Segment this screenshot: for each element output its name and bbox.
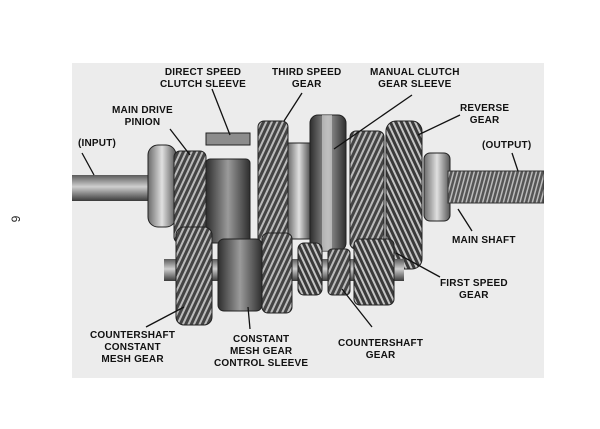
label-direct-speed-clutch-sleeve: DIRECT SPEED CLUTCH SLEEVE: [160, 67, 246, 91]
leader-manual-clutch: [333, 94, 413, 150]
page-number: 6: [8, 215, 23, 223]
label-direct-speed-line-1: DIRECT SPEED: [164, 67, 242, 78]
label-control-sleeve-line-1: CONSTANT: [232, 334, 290, 345]
label-countershaft-constant-mesh-gear: COUNTERSHAFT CONSTANT MESH GEAR: [90, 330, 175, 366]
countershaft-constant-mesh-gear-shape: [175, 226, 213, 326]
label-control-sleeve-line-3: CONTROL SLEEVE: [214, 358, 309, 369]
leader-input: [81, 152, 95, 176]
label-cs-constant-mesh-line-3: MESH GEAR: [101, 354, 164, 365]
leader-reverse-gear: [417, 114, 461, 136]
main-shaft-shape: [447, 170, 544, 204]
label-cs-constant-mesh-line-2: CONSTANT: [104, 342, 161, 353]
label-main-shaft: MAIN SHAFT: [452, 235, 516, 247]
label-control-sleeve-line-2: MESH GEAR: [229, 346, 293, 357]
label-cs-constant-mesh-line-1: COUNTERSHAFT: [90, 330, 176, 341]
output-bearing: [423, 152, 451, 222]
label-input: (INPUT): [78, 138, 116, 150]
label-direct-speed-line-2: CLUTCH SLEEVE: [160, 79, 246, 90]
leader-main-drive-pinion: [169, 128, 191, 156]
manual-clutch-ring: [322, 115, 332, 251]
second-gear-shape: [349, 130, 385, 250]
label-manual-clutch-line-1: MANUAL CLUTCH: [370, 67, 460, 78]
leader-main-shaft: [457, 208, 473, 232]
label-main-drive-pinion: MAIN DRIVE PINION: [112, 105, 173, 129]
label-manual-clutch-line-2: GEAR SLEEVE: [378, 79, 452, 90]
label-third-speed-gear: THIRD SPEED GEAR: [272, 67, 341, 91]
label-countershaft-gear: COUNTERSHAFT GEAR: [338, 338, 423, 362]
label-output: (OUTPUT): [482, 140, 531, 152]
label-reverse-line-2: GEAR: [469, 115, 500, 126]
label-manual-clutch-gear-sleeve: MANUAL CLUTCH GEAR SLEEVE: [370, 67, 460, 91]
leader-direct-speed: [211, 88, 231, 136]
input-shaft: [72, 175, 162, 201]
clutch-collar: [205, 132, 251, 146]
label-first-speed-gear: FIRST SPEED GEAR: [440, 278, 508, 302]
label-countershaft-gear-line-2: GEAR: [365, 350, 396, 361]
label-reverse-gear: REVERSE GEAR: [460, 103, 509, 127]
label-input-line-1: (INPUT): [78, 138, 117, 149]
label-main-drive-pinion-line-1: MAIN DRIVE: [112, 105, 173, 116]
label-third-speed-line-2: GEAR: [291, 79, 322, 90]
leader-countershaft-gear: [341, 288, 373, 328]
label-first-speed-line-2: GEAR: [459, 290, 489, 301]
leader-first-speed: [395, 252, 441, 278]
countershaft-small-gear: [327, 248, 351, 296]
label-constant-mesh-gear-control-sleeve: CONSTANT MESH GEAR CONTROL SLEEVE: [214, 334, 308, 370]
label-third-speed-line-1: THIRD SPEED: [272, 67, 342, 78]
leader-control-sleeve: [247, 306, 251, 330]
first-speed-gear-shape: [353, 238, 395, 306]
label-main-drive-pinion-line-2: PINION: [124, 117, 161, 128]
label-countershaft-gear-line-1: COUNTERSHAFT: [338, 338, 424, 349]
label-reverse-line-1: REVERSE: [460, 103, 510, 114]
countershaft-gear-shape: [297, 242, 323, 296]
label-output-line-1: (OUTPUT): [482, 140, 532, 151]
leader-output: [511, 152, 519, 172]
direct-clutch-sleeve-shape: [205, 158, 251, 244]
label-first-speed-line-1: FIRST SPEED: [440, 278, 508, 289]
control-sleeve-shape: [217, 238, 263, 312]
countershaft-mid-gear: [261, 232, 293, 314]
leader-cs-constant-mesh: [145, 306, 185, 328]
leader-third-speed: [283, 92, 303, 122]
third-speed-hub: [287, 142, 311, 240]
label-main-shaft-line-1: MAIN SHAFT: [452, 235, 516, 246]
input-bearing: [147, 144, 177, 228]
transmission-photo: [72, 63, 544, 378]
